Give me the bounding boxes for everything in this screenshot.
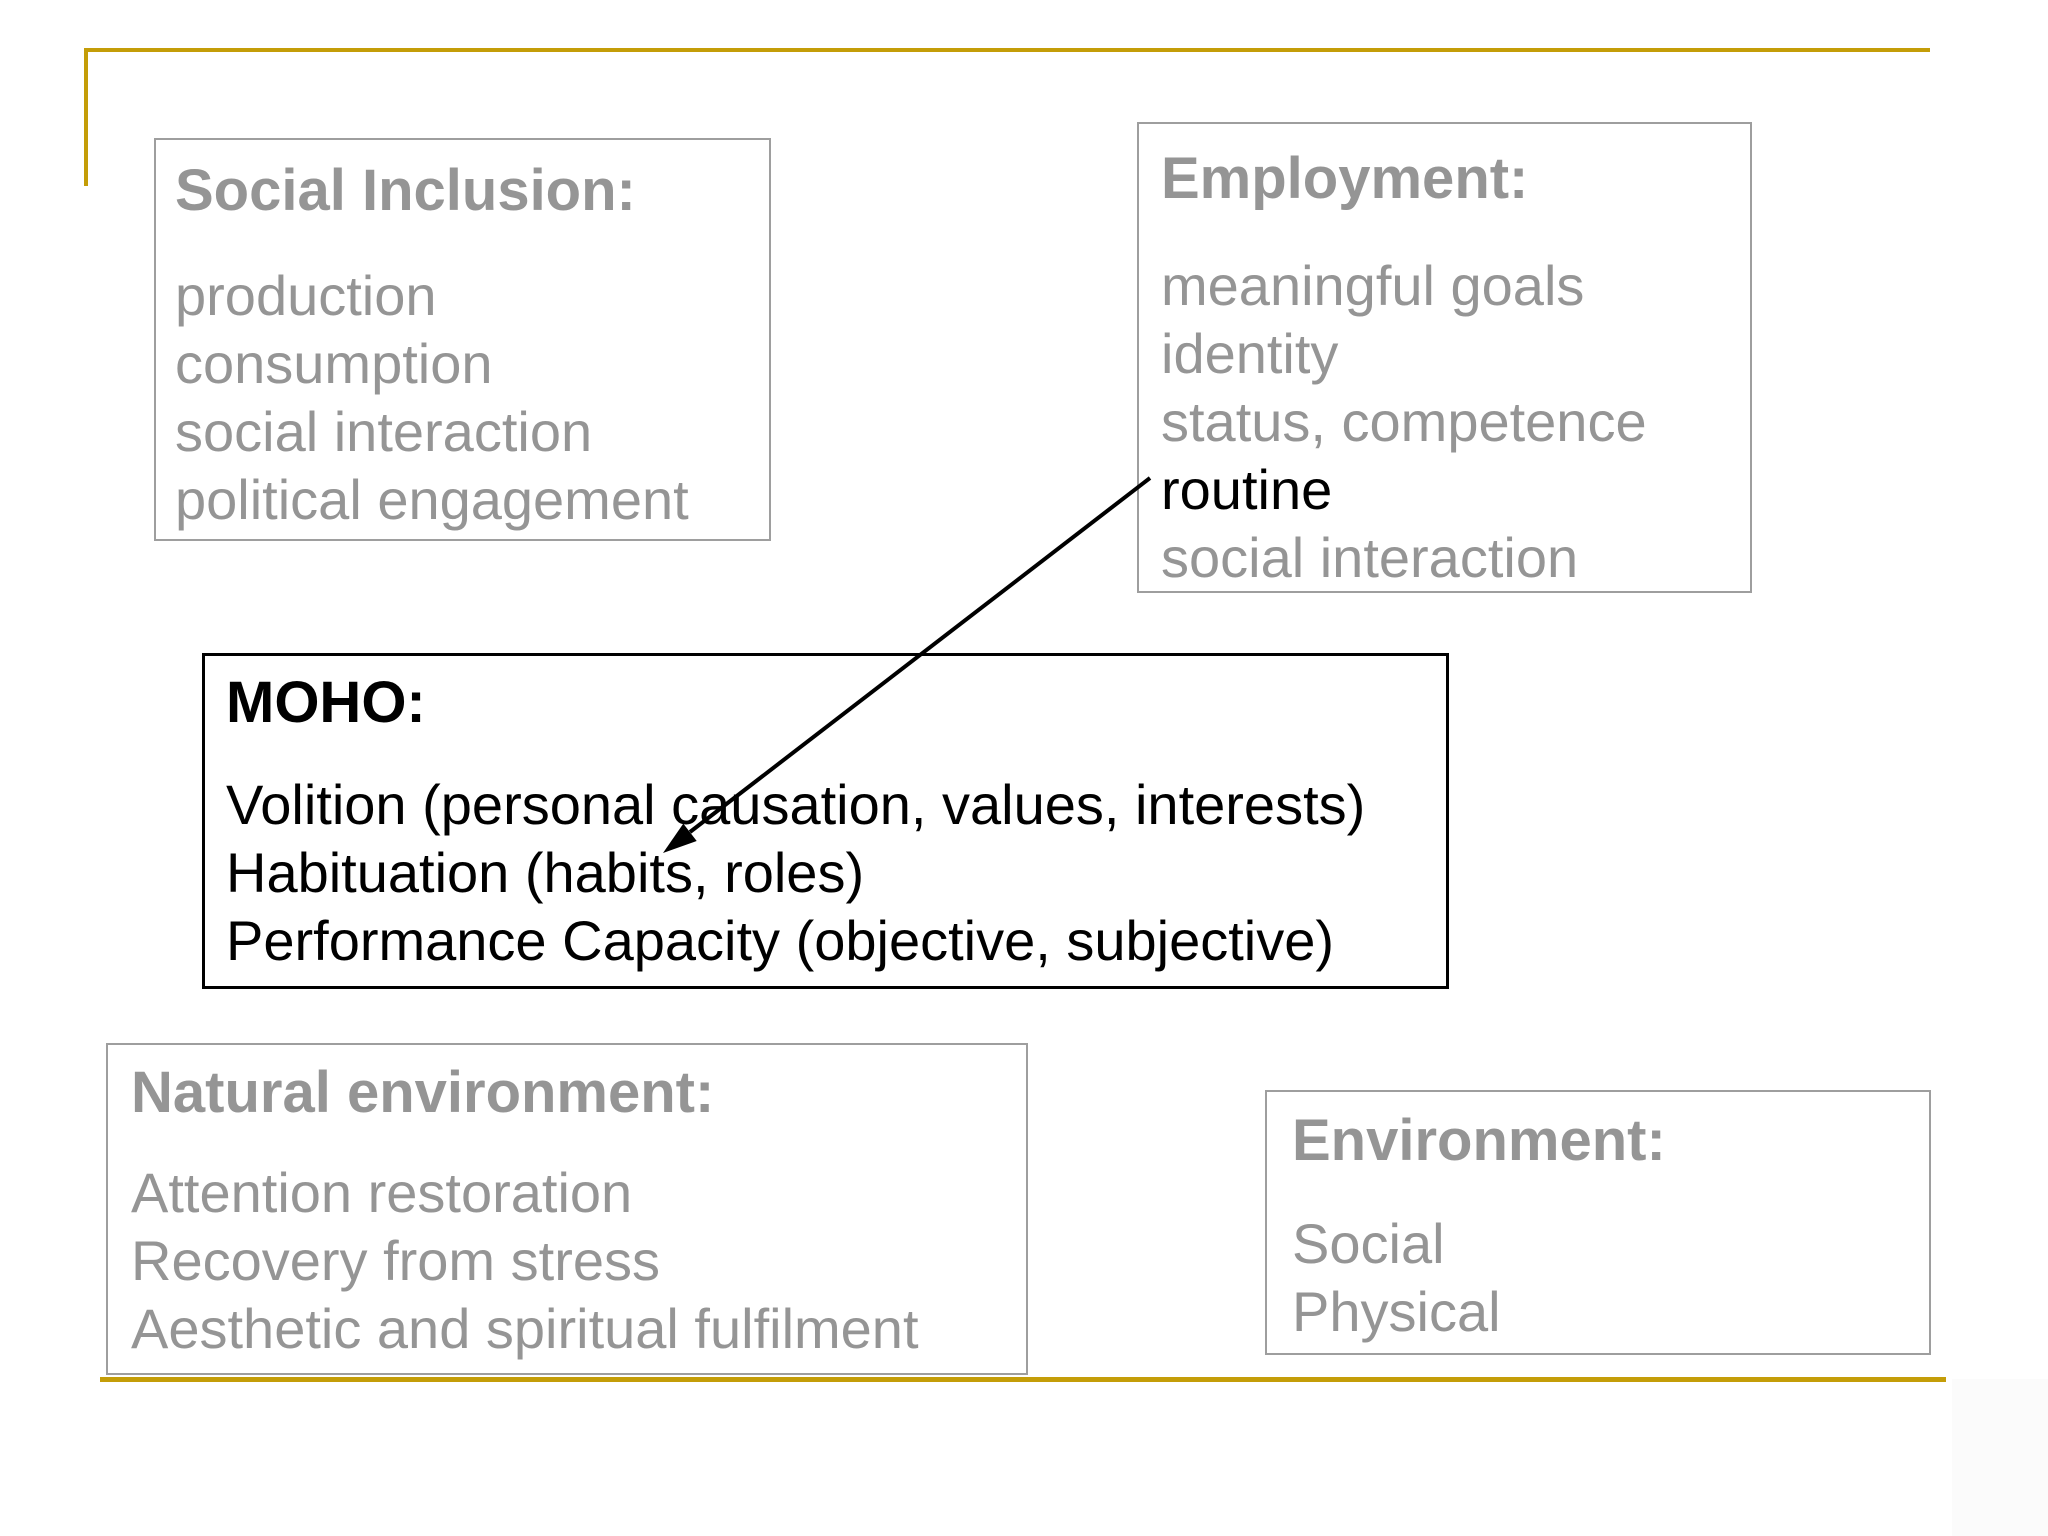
list-item: Recovery from stress — [131, 1229, 660, 1292]
box-moho: MOHO: Volition (personal causation, valu… — [202, 653, 1449, 989]
list-item: Aesthetic and spiritual fulfilment — [131, 1297, 919, 1360]
list-item: Volition (personal causation, values, in… — [226, 773, 1366, 836]
list-item: routine — [1161, 458, 1333, 521]
list-item: production — [175, 264, 437, 327]
list-item: Habituation (habits, roles) — [226, 841, 865, 904]
box-title-moho: MOHO: — [226, 670, 426, 735]
list-item: Performance Capacity (objective, subject… — [226, 909, 1335, 972]
list-item: Attention restoration — [131, 1161, 633, 1224]
box-title-employment: Employment: — [1161, 146, 1529, 211]
gold-rule-bottom — [100, 1377, 1946, 1382]
list-item: political engagement — [175, 468, 689, 531]
box-title-natural-environment: Natural environment: — [131, 1060, 715, 1125]
gold-rule-left — [84, 48, 88, 186]
gold-rule-top — [86, 48, 1930, 52]
corner-strip — [1952, 1379, 2048, 1536]
list-item: social interaction — [175, 400, 593, 463]
box-title-environment: Environment: — [1292, 1108, 1666, 1173]
list-item: consumption — [175, 332, 493, 395]
list-item: Physical — [1292, 1280, 1501, 1343]
list-item: identity — [1161, 322, 1339, 385]
list-item: Social — [1292, 1212, 1445, 1275]
box-title-social-inclusion: Social Inclusion: — [175, 158, 636, 223]
list-item: status, competence — [1161, 390, 1647, 453]
box-natural-environment: Natural environment: Attention restorati… — [106, 1043, 1028, 1375]
box-items-moho: Volition (personal causation, values, in… — [226, 771, 1365, 975]
list-item: meaningful goals — [1161, 254, 1585, 317]
list-item: social interaction — [1161, 526, 1579, 589]
